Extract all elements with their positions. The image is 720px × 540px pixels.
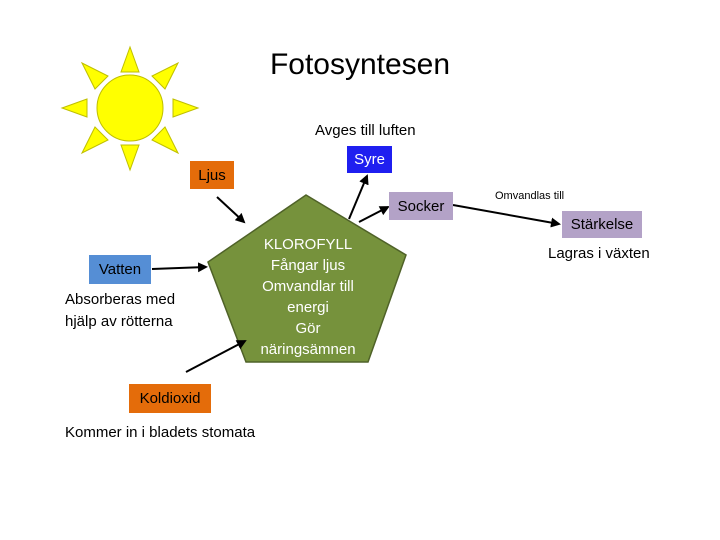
starkelse-note: Lagras i växten xyxy=(548,245,650,262)
socker-box: Socker xyxy=(389,192,453,220)
syre-label: Syre xyxy=(354,151,385,168)
vatten-note-line1: Absorberas med xyxy=(65,291,176,308)
koldioxid-note: Kommer in i bladets stomata xyxy=(65,424,256,441)
chlorophyll-line: energi xyxy=(287,299,329,316)
arrow-syre xyxy=(348,174,369,220)
chlorophyll-line: Fångar ljus xyxy=(270,257,346,274)
koldioxid-box: Koldioxid xyxy=(129,384,211,413)
sun-icon xyxy=(60,45,200,172)
vatten-note-line2: hjälp av rötterna xyxy=(65,313,173,330)
starkelse-box: Stärkelse xyxy=(562,211,642,238)
koldioxid-label: Koldioxid xyxy=(139,390,201,407)
page-title: Fotosyntesen xyxy=(269,48,451,81)
chlorophyll-line: Omvandlar till xyxy=(262,278,354,295)
arrow-vatten xyxy=(151,262,208,273)
chlorophyll-line: näringsämnen xyxy=(260,341,356,358)
vatten-label: Vatten xyxy=(98,261,142,278)
starkelse-label: Stärkelse xyxy=(570,216,634,233)
vatten-box: Vatten xyxy=(89,255,151,284)
chlorophyll-text: KLOROFYLL Fångar ljus Omvandlar till ene… xyxy=(228,234,388,360)
arrow-starkelse xyxy=(452,204,561,228)
socker-label: Socker xyxy=(397,197,445,215)
syre-note: Avges till luften xyxy=(315,122,416,139)
ljus-box: Ljus xyxy=(190,161,234,189)
syre-box: Syre xyxy=(347,146,392,173)
arrow-koldioxid xyxy=(185,340,247,373)
socker-note: Omvandlas till xyxy=(495,190,565,202)
chlorophyll-line: Gör xyxy=(295,320,321,337)
arrow-ljus xyxy=(216,196,246,224)
chlorophyll-line: KLOROFYLL xyxy=(263,236,353,253)
arrow-socker xyxy=(358,206,390,223)
chlorophyll-pentagon xyxy=(207,194,407,363)
ljus-label: Ljus xyxy=(198,166,226,184)
